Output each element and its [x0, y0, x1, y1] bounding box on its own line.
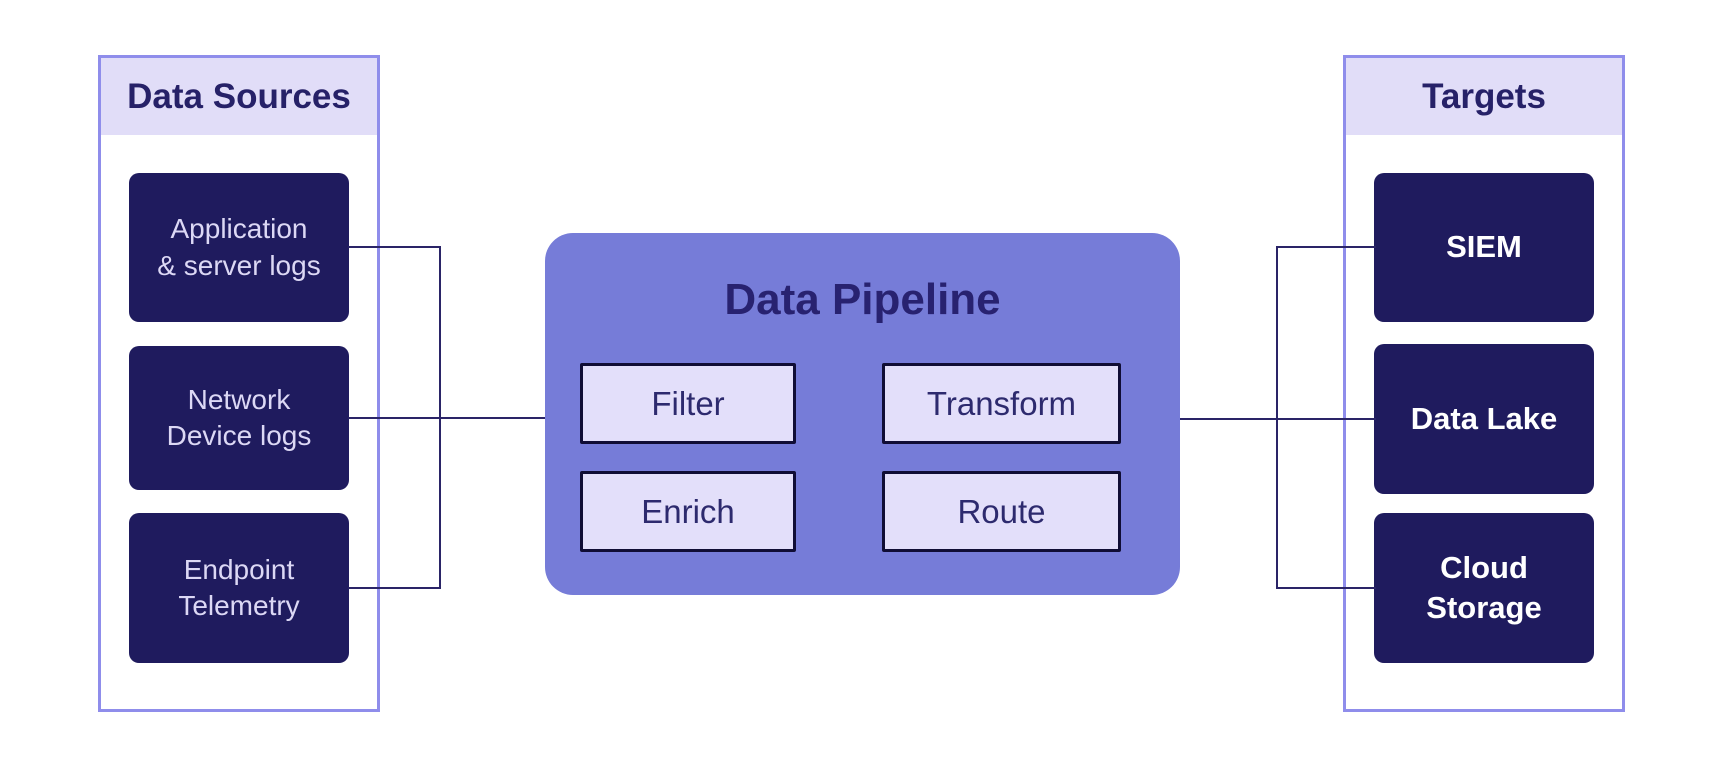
stage-route-label: Route — [957, 492, 1046, 530]
stage-route: Route — [882, 471, 1121, 552]
source-node-label: Network Device logs — [166, 383, 312, 451]
data-pipeline-title: Data Pipeline — [724, 275, 1001, 324]
target-node-siem: SIEM — [1374, 173, 1594, 322]
data-sources-title: Data Sources — [127, 76, 351, 116]
source-node-label: Application & server logs — [157, 213, 321, 281]
sources-bus-line — [439, 246, 441, 589]
data-sources-panel: Data Sources Application & server logs N… — [98, 55, 380, 712]
targets-header: Targets — [1346, 58, 1622, 135]
source-node-network-device-logs: Network Device logs — [129, 346, 349, 490]
stage-filter-label: Filter — [651, 384, 725, 422]
target-node-label: Cloud Storage — [1426, 549, 1542, 625]
target-node-cloud-storage: Cloud Storage — [1374, 513, 1594, 663]
stage-enrich: Enrich — [580, 471, 796, 552]
source-node-application-server-logs: Application & server logs — [129, 173, 349, 322]
source-node-label: Endpoint Telemetry — [178, 553, 300, 621]
connector-siem-line — [1276, 246, 1376, 248]
stage-transform: Transform — [882, 363, 1121, 444]
stage-filter: Filter — [580, 363, 796, 444]
targets-title: Targets — [1422, 76, 1546, 116]
connector-network-logs-to-pipeline-line — [348, 417, 545, 419]
connector-cloud-storage-line — [1276, 587, 1376, 589]
connector-endpoint-telemetry-line — [348, 587, 441, 589]
data-pipeline-box: Data Pipeline Filter Transform Enrich Ro… — [545, 233, 1180, 595]
connector-application-logs-line — [348, 246, 441, 248]
connector-pipeline-to-data-lake-line — [1180, 418, 1376, 420]
source-node-endpoint-telemetry: Endpoint Telemetry — [129, 513, 349, 663]
target-node-label: Data Lake — [1410, 400, 1558, 436]
target-node-label: SIEM — [1446, 229, 1522, 265]
target-node-data-lake: Data Lake — [1374, 344, 1594, 494]
targets-bus-line — [1276, 246, 1278, 589]
stage-enrich-label: Enrich — [641, 492, 735, 530]
targets-panel: Targets SIEM Data Lake Cloud Storage — [1343, 55, 1625, 712]
stage-transform-label: Transform — [926, 384, 1077, 422]
data-sources-header: Data Sources — [101, 58, 377, 135]
